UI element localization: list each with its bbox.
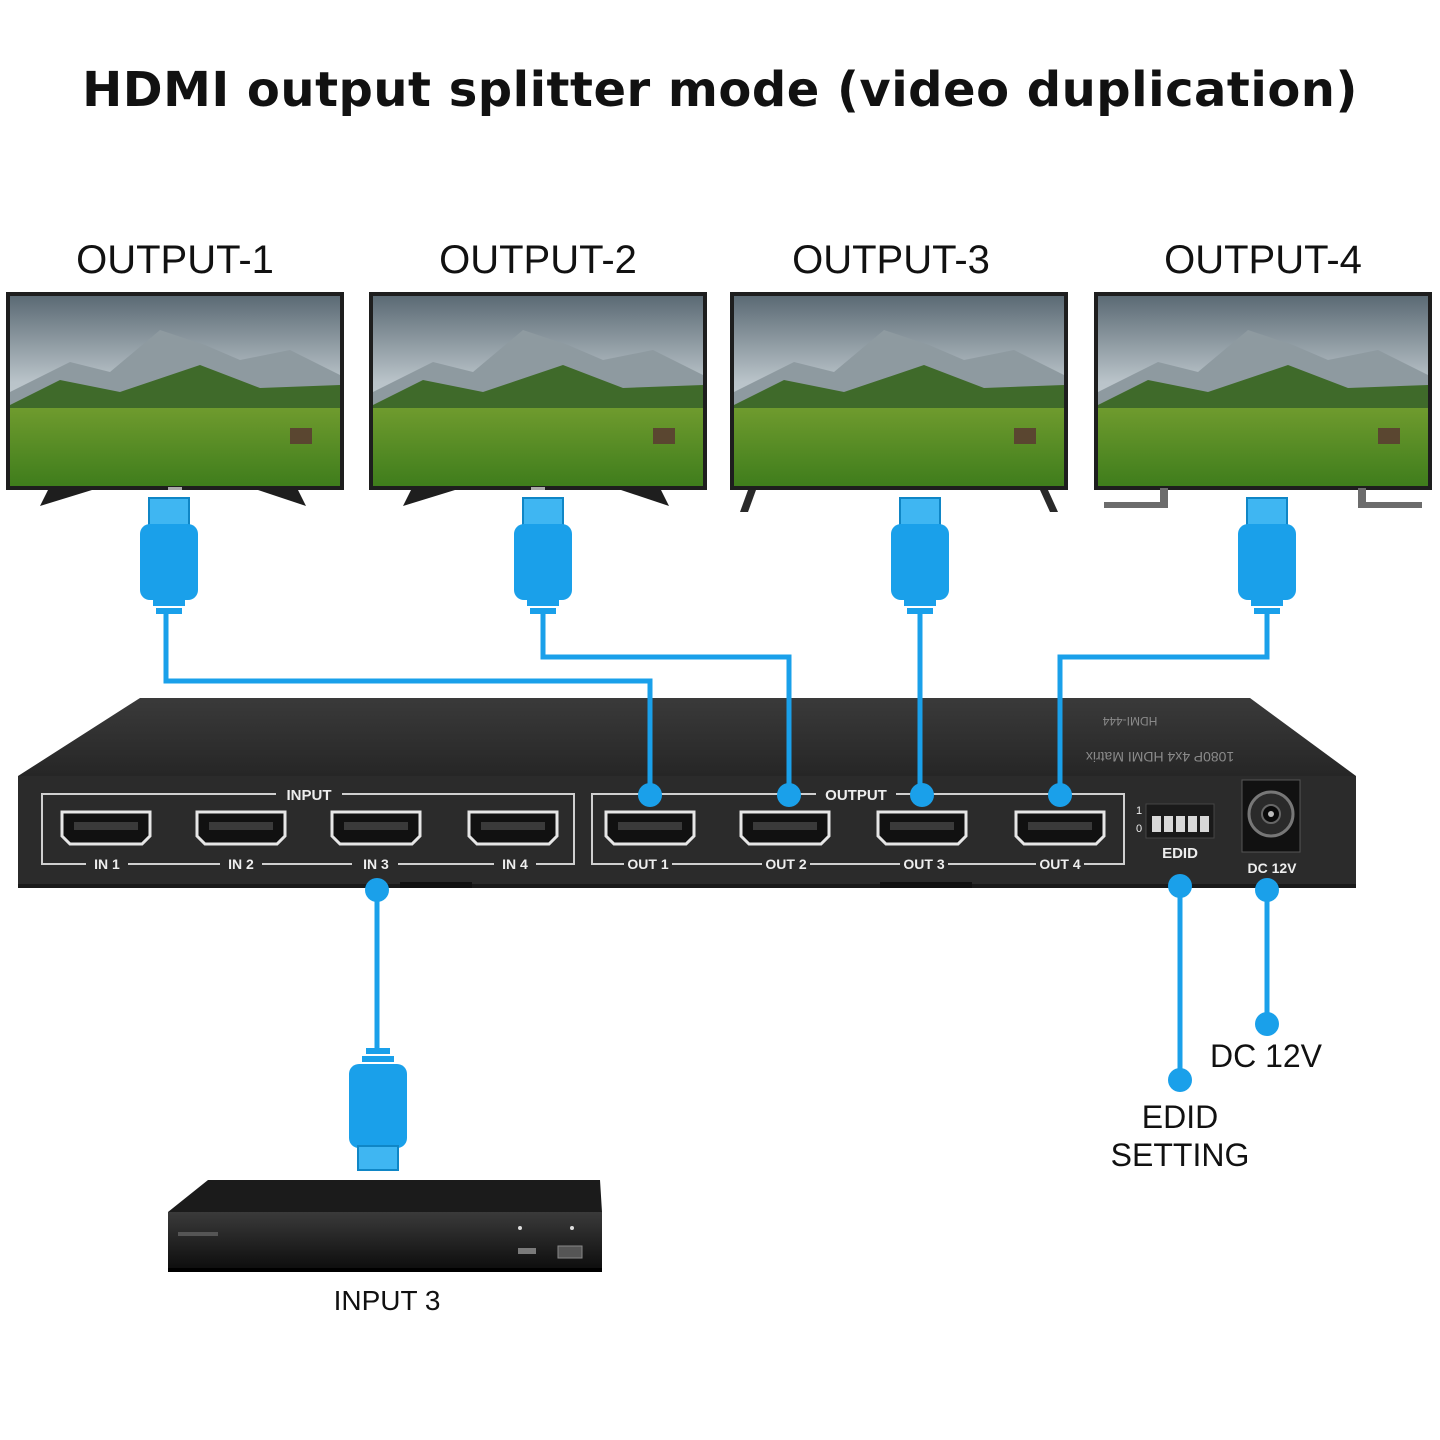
tv-screen-landscape [10,296,340,486]
output-3-label: OUTPUT-3 [792,238,990,282]
tv-output-4 [1094,292,1432,508]
page-title: HDMI output splitter mode (video duplica… [82,62,1358,118]
port-label-out-4: OUT 4 [1039,856,1080,872]
edid-callout-line-1: EDID [1141,1099,1219,1135]
hdmi-plug-output-3 [891,497,949,614]
hdmi-matrix-device: 1080P 4x4 HDMI Matrix HDMI-444 INPUT OUT… [18,698,1356,888]
tv-output-2 [369,292,707,506]
dc-12v-callout: DC 12V [1209,1038,1323,1074]
hdmi-plug-output-1 [140,497,198,614]
port-label-in-3: IN 3 [363,856,389,872]
port-label-out-2: OUT 2 [765,856,806,872]
hdmi-port-out-2[interactable] [739,810,831,846]
dc-device-label: DC 12V [1247,860,1297,876]
port-label-out-3: OUT 3 [903,856,944,872]
device-model-code: HDMI-444 [1102,714,1157,728]
cable-out-2 [540,614,792,795]
output-4-label: OUTPUT-4 [1164,238,1362,282]
edid-setting-callout: EDID SETTING [1100,1098,1260,1174]
input-3-callout: INPUT 3 [333,1285,441,1316]
output-1-label: OUTPUT-1 [76,238,274,282]
port-label-out-1: OUT 1 [627,856,668,872]
hdmi-plug-input-3 [349,1048,407,1171]
hdmi-port-in-2[interactable] [195,810,287,846]
input-group-label: INPUT [287,787,332,804]
device-model-text: 1080P 4x4 HDMI Matrix [1086,749,1234,765]
hdmi-port-in-1[interactable] [60,810,152,846]
port-label-in-2: IN 2 [228,856,254,872]
output-group-label: OUTPUT [825,787,887,804]
edid-dip-switch[interactable]: 1 0 EDID [1136,803,1215,862]
blu-ray-player [168,1180,602,1272]
hdmi-plug-output-2 [514,497,572,614]
hdmi-port-out-1[interactable] [604,810,696,846]
cable-out-1 [163,614,653,795]
hdmi-port-in-3[interactable] [330,810,422,846]
edid-device-label: EDID [1162,845,1198,862]
port-label-in-1: IN 1 [94,856,120,872]
dip-label-1: 1 [1136,805,1142,817]
tv-output-1 [6,292,344,506]
hdmi-port-in-4[interactable] [467,810,559,846]
hdmi-port-out-4[interactable] [1014,810,1106,846]
hdmi-cables [163,614,1270,1080]
connection-dots [365,783,1279,1092]
dip-label-0: 0 [1136,823,1142,835]
output-2-label: OUTPUT-2 [439,238,637,282]
output-group: OUTPUT [591,787,1125,865]
dc-power-jack[interactable]: DC 12V [1241,779,1301,876]
input-group: INPUT [41,787,575,865]
tv-output-3 [730,292,1068,512]
hdmi-plug-output-4 [1238,497,1296,614]
edid-callout-line-2: SETTING [1110,1137,1250,1173]
hdmi-port-out-3[interactable] [876,810,968,846]
cable-out-4 [1057,614,1270,795]
port-label-in-4: IN 4 [502,856,528,872]
